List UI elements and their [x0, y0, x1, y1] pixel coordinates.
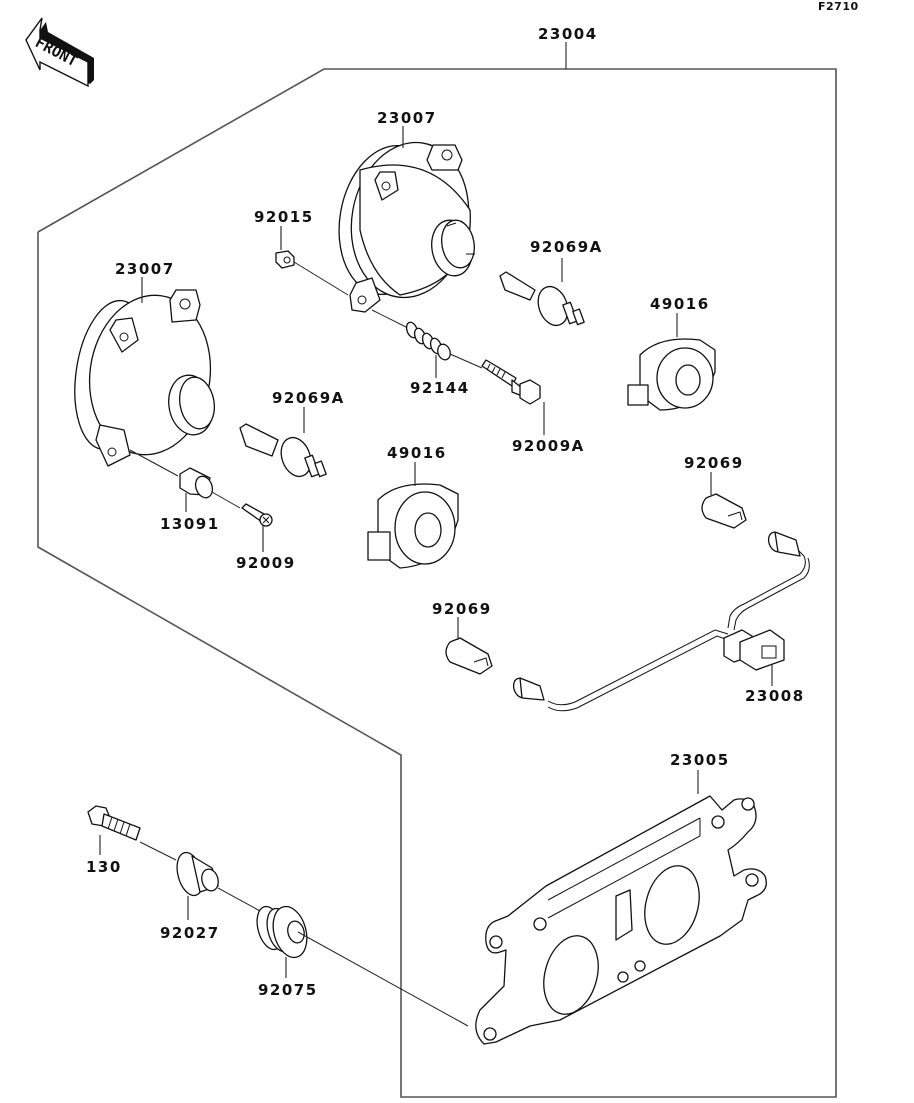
assembly-axis	[371, 309, 409, 329]
callout-23007-upper[interactable]: 23007	[377, 109, 437, 127]
bolt-130[interactable]	[87, 805, 141, 841]
socket-13091[interactable]	[179, 467, 215, 500]
bulb-92069-lower[interactable]	[445, 637, 493, 675]
callout-13091[interactable]: 13091	[160, 515, 220, 533]
assembly-axis	[293, 261, 349, 296]
callout-23007-left[interactable]: 23007	[115, 260, 175, 278]
bolt-92009A[interactable]	[481, 359, 541, 405]
assembly-axis	[297, 931, 469, 1027]
figure-id: F2710	[818, 0, 859, 13]
callout-92009[interactable]: 92009	[236, 554, 296, 572]
screw-92009[interactable]	[241, 503, 273, 527]
callout-49016-upper[interactable]: 49016	[650, 295, 710, 313]
grommet-92075[interactable]	[253, 903, 312, 962]
assembly-axis	[449, 353, 483, 369]
bulb-92069A-upper[interactable]	[499, 271, 585, 330]
assembly-frame	[37, 68, 837, 1098]
assembly-axis	[129, 449, 179, 477]
callout-92069-upper[interactable]: 92069	[684, 454, 744, 472]
bulb-92069A-left[interactable]	[239, 423, 327, 481]
callout-49016-lower[interactable]: 49016	[387, 444, 447, 462]
headlight-unit-upper[interactable]	[328, 133, 481, 313]
callout-92027[interactable]: 92027	[160, 924, 220, 942]
callout-92009A[interactable]: 92009A	[512, 437, 585, 455]
callout-130[interactable]: 130	[86, 858, 122, 876]
callout-92069A-left[interactable]: 92069A	[272, 389, 345, 407]
callout-92075[interactable]: 92075	[258, 981, 318, 999]
socket-49016-upper[interactable]	[627, 338, 716, 411]
socket-49016-lower[interactable]	[367, 483, 459, 569]
assembly-axis	[211, 491, 241, 509]
callout-92069-lower[interactable]: 92069	[432, 600, 492, 618]
callout-23004[interactable]: 23004	[538, 25, 598, 43]
callout-92015[interactable]: 92015	[254, 208, 314, 226]
collar-92027[interactable]	[173, 850, 221, 899]
nut-92015[interactable]	[275, 250, 295, 269]
callout-92069A-upper[interactable]: 92069A	[530, 238, 603, 256]
callout-92144[interactable]: 92144	[410, 379, 470, 397]
wiring-harness-23008[interactable]	[511, 530, 810, 712]
headlight-unit-left[interactable]	[66, 287, 221, 467]
bulb-92069-upper[interactable]	[701, 493, 747, 529]
spring-92144[interactable]	[405, 321, 453, 362]
assembly-axis	[139, 841, 177, 861]
assembly-axis	[217, 887, 263, 913]
front-arrow-icon: FRONT	[25, 17, 94, 88]
headlight-bracket-23005[interactable]	[475, 795, 767, 1045]
callout-23005[interactable]: 23005	[670, 751, 730, 769]
callout-23008[interactable]: 23008	[745, 687, 805, 705]
